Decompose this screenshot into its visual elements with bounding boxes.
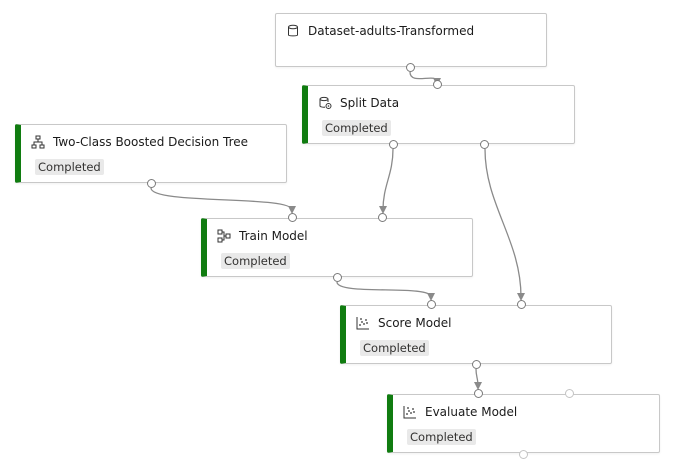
module-title: Evaluate Model [425,405,518,419]
output-port[interactable] [333,273,342,282]
module-split-data[interactable]: Split Data Completed [302,85,575,144]
connection-score-to-evaluate [473,368,482,390]
input-port[interactable] [378,213,387,222]
module-evaluate-model[interactable]: Evaluate Model Completed [387,394,660,453]
module-score-model[interactable]: Score Model Completed [340,305,612,364]
output-port[interactable] [480,140,489,149]
scatter-plot-icon [403,405,417,419]
output-port[interactable] [472,360,481,369]
connection-boosted-to-train [150,187,296,214]
output-port[interactable] [389,140,398,149]
connection-split-to-train [379,148,394,214]
output-port[interactable] [406,63,415,72]
connection-dataset-to-split [409,71,441,86]
input-port[interactable] [474,389,483,398]
status-badge: Completed [35,159,104,175]
status-badge: Completed [322,120,391,136]
input-port[interactable] [433,80,442,89]
status-badge: Completed [221,253,290,269]
module-two-class-boosted-decision-tree[interactable]: Two-Class Boosted Decision Tree Complete… [15,124,287,183]
output-port[interactable] [147,179,156,188]
split-data-icon [318,96,332,110]
scatter-plot-icon [356,316,370,330]
module-title: Score Model [378,316,452,330]
module-title: Train Model [239,229,308,243]
input-port[interactable] [517,300,526,309]
output-port[interactable] [519,450,528,459]
train-model-icon [217,229,231,243]
module-train-model[interactable]: Train Model Completed [201,218,473,277]
module-title: Split Data [340,96,400,110]
status-badge: Completed [407,429,476,445]
input-port[interactable] [288,213,297,222]
connection-split-to-score [484,148,525,301]
module-title: Dataset-adults-Transformed [308,24,475,38]
input-port[interactable] [427,300,436,309]
status-badge: Completed [360,340,429,356]
database-icon [286,24,300,38]
module-title: Two-Class Boosted Decision Tree [53,135,249,149]
decision-tree-icon [31,135,45,149]
input-port[interactable] [565,389,574,398]
connection-train-to-score [336,281,435,301]
module-dataset-adults-transformed[interactable]: Dataset-adults-Transformed [275,13,547,67]
